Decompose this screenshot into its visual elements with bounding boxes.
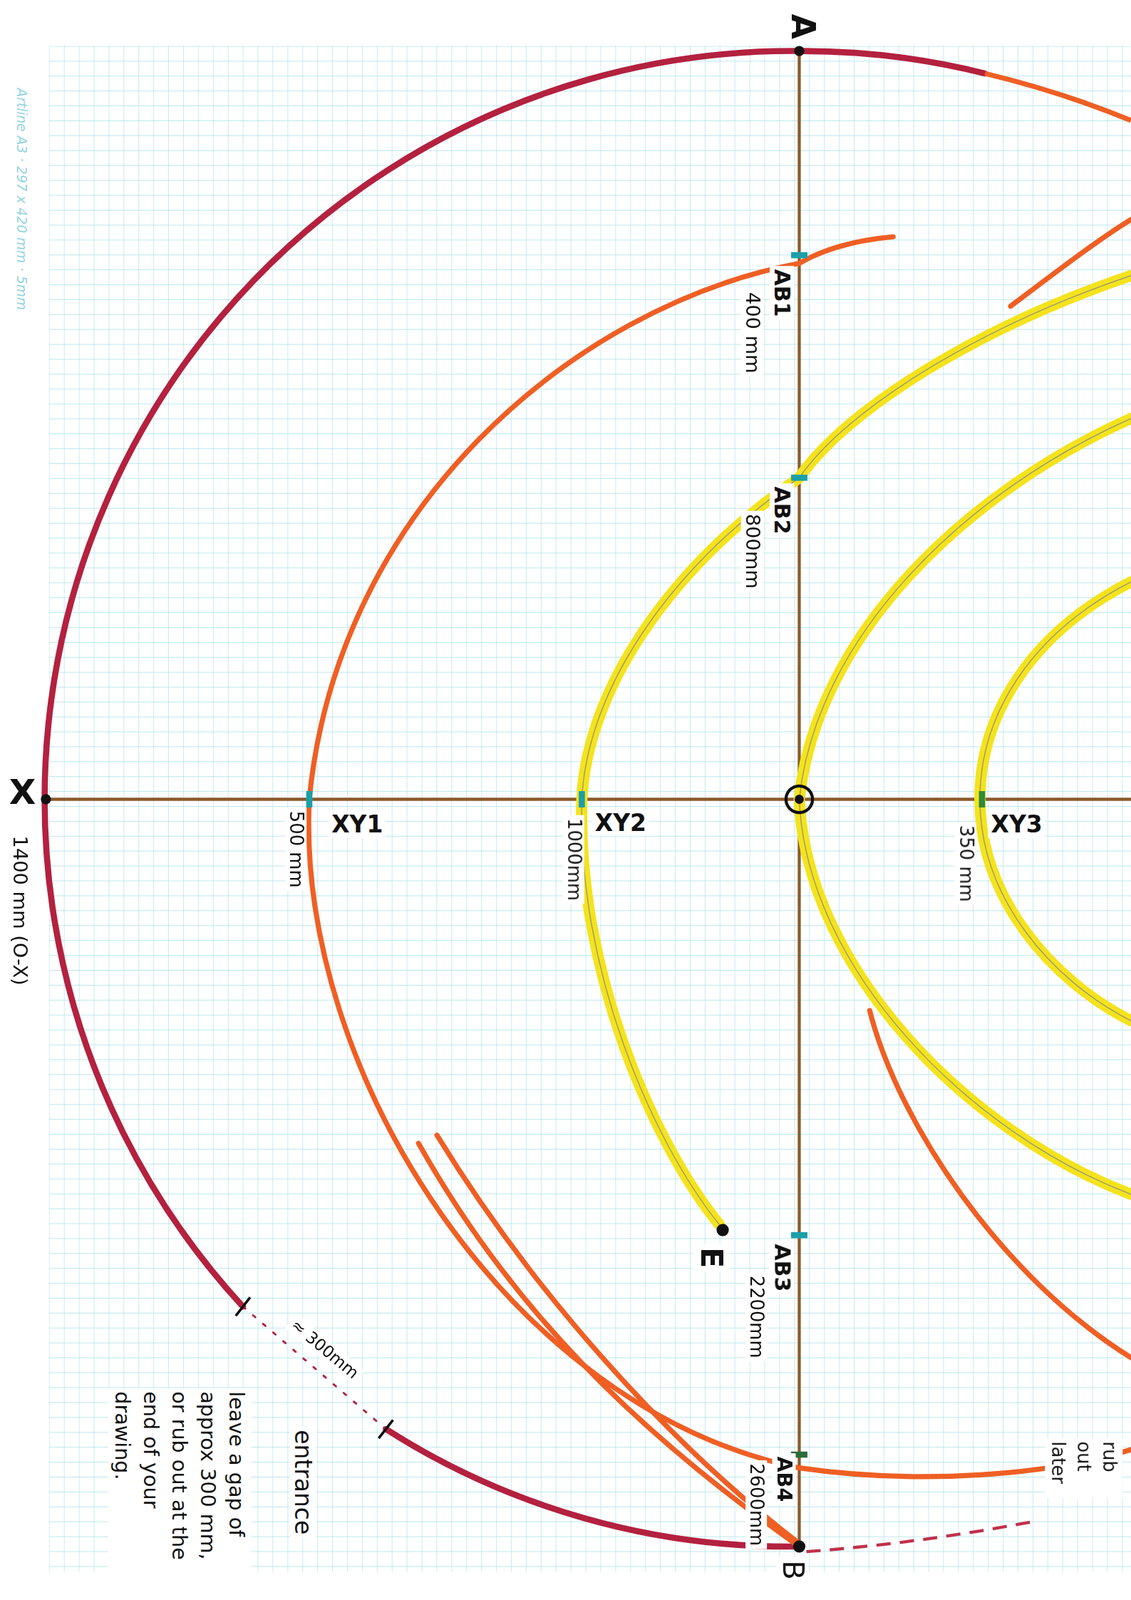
note: leave a gap of approx 300 mm, or rub out… <box>108 1388 252 1577</box>
measure-tick <box>306 252 985 1459</box>
watermark: Artline A3 · 297 x 420 mm · 5mm <box>12 84 28 313</box>
dimension: 1000mm <box>563 815 585 904</box>
note: entrance <box>289 1426 317 1538</box>
entrance-gap <box>235 1297 394 1439</box>
note: rub out later <box>1045 1438 1123 1498</box>
point-dot <box>40 45 806 1553</box>
dimension: 400 mm <box>741 289 764 377</box>
axis-label: XY3 <box>987 811 1046 839</box>
point-label: B <box>775 1557 809 1583</box>
dimension: 350 mm <box>954 822 977 906</box>
point-label: E <box>694 1244 730 1272</box>
dimension: 1400 mm (O-X) <box>8 832 31 989</box>
yellow-wall <box>581 275 1131 1226</box>
graph-paper <box>49 45 1131 1572</box>
dimension: 2600mm <box>746 1460 768 1549</box>
point-label: A <box>783 10 821 43</box>
point-label: X <box>5 771 39 812</box>
orange-wall <box>984 73 1131 121</box>
axis-label: AB3 <box>769 1240 795 1295</box>
pencil-line <box>581 275 1131 1226</box>
axis-label: AB2 <box>769 483 795 538</box>
orange-wall <box>308 219 1131 1547</box>
axis-label: XY1 <box>328 811 387 839</box>
axis-label: AB1 <box>769 265 795 320</box>
centre-mark <box>786 786 813 813</box>
axes <box>45 51 1131 1547</box>
axis-label: XY2 <box>591 809 650 837</box>
dimension: 500 mm <box>285 808 308 891</box>
dimension: 2200mm <box>746 1272 768 1361</box>
axis-label: AB4 <box>772 1453 797 1506</box>
dimension: ≈ 300mm <box>285 1314 365 1386</box>
dimension: 800mm <box>741 510 764 593</box>
outer-wall <box>44 51 986 1547</box>
rub-out-line <box>806 1520 1037 1552</box>
